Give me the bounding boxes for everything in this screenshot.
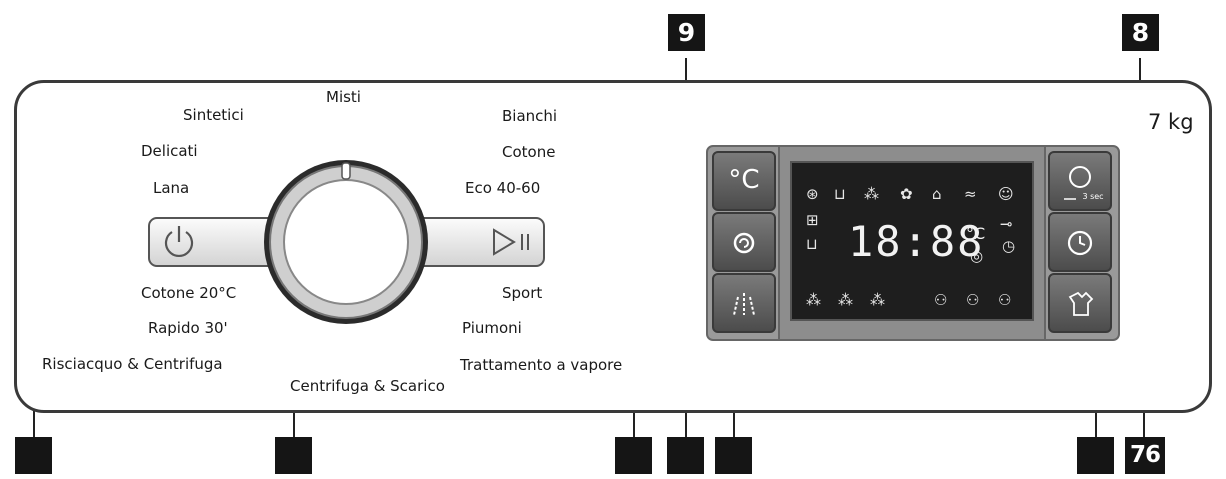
callout-box xyxy=(615,437,652,474)
program-bianchi: Bianchi xyxy=(502,107,558,125)
temperature-button[interactable]: °C xyxy=(712,151,776,211)
grid-icon: ⊞ xyxy=(806,211,819,229)
care-level-3-icon: ⚇ xyxy=(998,291,1012,309)
callout-8: 8 xyxy=(1122,14,1159,51)
extra-care-icon xyxy=(1068,291,1094,316)
program-lana: Lana xyxy=(153,179,190,197)
lock-icon: ⌂ xyxy=(932,185,942,203)
program-dial[interactable] xyxy=(261,157,431,327)
callout-box xyxy=(1077,437,1114,474)
temperature-icon: °C xyxy=(728,165,760,195)
power-button[interactable] xyxy=(160,222,198,262)
callout-box xyxy=(275,437,312,474)
callout-box xyxy=(667,437,704,474)
spin-icon xyxy=(733,232,755,254)
capacity-label: 7 kg xyxy=(1148,110,1194,134)
child-lock-hint: 3 sec xyxy=(1082,192,1104,201)
callout-76: 76 xyxy=(1125,437,1165,474)
care-level-1-icon: ⚇ xyxy=(934,291,948,309)
program-delicati: Delicati xyxy=(141,142,198,160)
lcd-steam-icon: ⁂ xyxy=(864,185,879,203)
steam-level-3-icon: ⁂ xyxy=(870,291,885,309)
key-icon: ⊸ xyxy=(1000,215,1013,233)
delay-timer-button[interactable] xyxy=(1048,212,1112,272)
rinse-icon: ✿ xyxy=(900,185,913,203)
program-eco-40-60: Eco 40-60 xyxy=(465,179,541,197)
program-misti: Misti xyxy=(326,88,361,106)
wash-icon: ⊔ xyxy=(834,185,846,203)
callout-box xyxy=(15,437,52,474)
start-pause-icon xyxy=(493,228,529,256)
tub-icon: ⊔ xyxy=(806,235,818,253)
lcd-digits: 18:88 xyxy=(848,217,985,266)
program-risciacquo-centrifuga: Risciacquo & Centrifuga xyxy=(42,355,223,373)
program-sport: Sport xyxy=(502,284,543,302)
spin-status-icon: ≈ xyxy=(964,185,977,203)
lcd-screen xyxy=(790,161,1034,321)
power-button-bar xyxy=(148,217,280,267)
program-cotone-20: Cotone 20°C xyxy=(141,284,237,302)
steam-icon xyxy=(733,293,755,316)
shirt-care-icon: ☺ xyxy=(998,185,1014,203)
start-pause-button[interactable] xyxy=(490,226,538,258)
lcd-timer-icon: ◷ xyxy=(1002,237,1016,255)
callout-box xyxy=(715,437,752,474)
callout-9: 9 xyxy=(668,14,705,51)
program-trattamento-vapore: Trattamento a vapore xyxy=(460,356,623,374)
steam-level-1-icon: ⁂ xyxy=(806,291,821,309)
spin-button[interactable] xyxy=(712,212,776,272)
power-icon xyxy=(164,226,194,257)
steam-level-2-icon: ⁂ xyxy=(838,291,853,309)
program-piumoni: Piumoni xyxy=(462,319,522,337)
delay-timer-icon xyxy=(1067,230,1093,256)
program-rapido-30: Rapido 30' xyxy=(148,319,228,337)
program-cotone: Cotone xyxy=(502,143,556,161)
program-centrifuga-scarico: Centrifuga & Scarico xyxy=(290,377,445,395)
child-lock-icon xyxy=(1064,166,1091,200)
care-level-2-icon: ⚇ xyxy=(966,291,980,309)
program-sintetici: Sintetici xyxy=(183,106,244,124)
extra-care-button[interactable] xyxy=(1048,273,1112,333)
child-lock-button[interactable]: 3 sec xyxy=(1048,151,1112,211)
steam-button[interactable] xyxy=(712,273,776,333)
lcd-spin-icon: ◎ xyxy=(970,247,984,265)
lcd-degree: °C xyxy=(966,224,986,243)
prewash-icon: ⊛ xyxy=(806,185,819,203)
